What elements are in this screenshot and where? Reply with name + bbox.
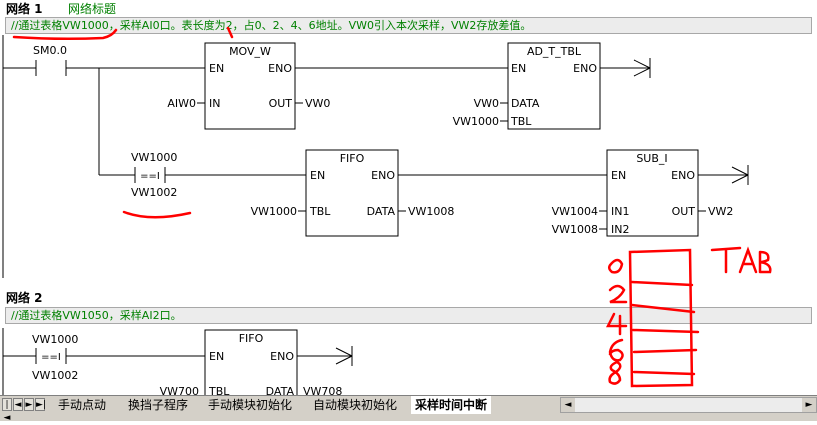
tab-bar: |◄ ◄ ► ►| 手动点动 换挡子程序 手动模块初始化 自动模块初始化 采样时… (0, 395, 817, 423)
fifo-2-en: EN (209, 350, 224, 363)
network-2-title: 网络 2 (6, 291, 43, 305)
tab-manual-module-init[interactable]: 手动模块初始化 (208, 398, 293, 412)
sub-i-in1-value[interactable]: VW1004 (552, 205, 598, 218)
fifo-2-eno: ENO (270, 350, 294, 363)
sub-i-in2-value[interactable]: VW1008 (552, 223, 598, 236)
compare-2-bottom[interactable]: VW1002 (32, 369, 78, 382)
mov-w-name: MOV_W (229, 45, 271, 58)
tab-gear-subroutine[interactable]: 换挡子程序 (128, 398, 189, 412)
nav-next-icon[interactable]: ► (24, 398, 34, 411)
fifo-1-tbl-label: TBL (309, 205, 331, 218)
letter-t (710, 246, 742, 274)
compare-2-top[interactable]: VW1000 (32, 333, 78, 346)
compare-1-bottom[interactable]: VW1002 (131, 186, 177, 199)
contact-sm0-0-label: SM0.0 (33, 44, 67, 57)
ad-t-tbl-en: EN (511, 62, 526, 75)
mov-w-in-label: IN (209, 97, 220, 110)
num-0 (608, 258, 624, 274)
ad-t-tbl-eno: ENO (573, 62, 597, 75)
ad-t-tbl-data-label: DATA (511, 97, 540, 110)
fifo-block-1[interactable] (305, 149, 399, 237)
ad-t-tbl-data-value[interactable]: VW0 (474, 97, 499, 110)
sub-i-en: EN (611, 169, 626, 182)
compare-1-op: ==I (140, 171, 160, 182)
tab-manual-jog[interactable]: 手动点动 (58, 398, 107, 412)
mov-w-en: EN (209, 62, 224, 75)
underline-vw1000 (12, 28, 118, 41)
fifo-2-data-label: DATA (266, 385, 295, 395)
ad-t-tbl-block[interactable] (507, 42, 601, 130)
sub-i-name: SUB_I (636, 152, 667, 165)
letter-b (758, 250, 772, 274)
mov-w-block[interactable] (204, 42, 296, 130)
network-1-title: 网络 1 (6, 2, 43, 16)
sub-i-out-label: OUT (672, 205, 696, 218)
mov-w-eno: ENO (268, 62, 292, 75)
fifo-1-eno: ENO (371, 169, 395, 182)
hand-annotation (12, 26, 772, 388)
ladder-diagram: SM0.0 MOV_W EN ENO IN OUT AIW0 VW0 AD_T_… (2, 26, 772, 395)
sub-i-block[interactable] (606, 149, 699, 237)
fifo-2-tbl-label: TBL (208, 385, 230, 395)
nav-prev-icon[interactable]: ◄ (13, 398, 23, 411)
num-4 (605, 312, 628, 336)
fifo-block-2[interactable] (204, 329, 298, 395)
num-2 (608, 284, 628, 304)
sub-i-out-value[interactable]: VW2 (708, 205, 733, 218)
fifo-1-en: EN (310, 169, 325, 182)
ad-t-tbl-tbl-value[interactable]: VW1000 (453, 115, 499, 128)
mov-w-out-value[interactable]: VW0 (305, 97, 330, 110)
tab-auto-module-init[interactable]: 自动模块初始化 (313, 398, 398, 412)
num-6 (608, 338, 624, 362)
network-1-comment[interactable]: //通过表格VW1000，采样AI0口。表长度为2，占0、2、4、6地址。VW0… (5, 17, 812, 34)
nav-first-icon[interactable]: |◄ (2, 398, 12, 423)
mov-w-out-label: OUT (269, 97, 293, 110)
compare-2-op: ==I (41, 352, 61, 363)
tab-table-outline (628, 248, 694, 388)
fifo-2-name: FIFO (239, 332, 264, 345)
sub-i-in2-label: IN2 (611, 223, 629, 236)
sub-i-in1-label: IN1 (611, 205, 629, 218)
fifo-1-name: FIFO (340, 152, 365, 165)
fifo-1-data-label: DATA (367, 205, 396, 218)
compare-1-top[interactable]: VW1000 (131, 151, 177, 164)
tab-sampling-interrupt[interactable]: 采样时间中断 (411, 396, 492, 414)
scroll-right-icon[interactable]: ► (802, 398, 816, 412)
fifo-2-data-value[interactable]: VW708 (303, 385, 342, 395)
num-8 (608, 360, 622, 385)
mov-w-in-value[interactable]: AIW0 (167, 97, 196, 110)
sub-i-eno: ENO (671, 169, 695, 182)
fifo-2-tbl-value[interactable]: VW700 (160, 385, 199, 395)
letter-a (738, 246, 758, 274)
scroll-left-icon[interactable]: ◄ (561, 398, 575, 412)
tick-mark (226, 26, 234, 39)
fifo-1-tbl-value[interactable]: VW1000 (251, 205, 297, 218)
horizontal-scrollbar[interactable]: ◄ ► (560, 397, 817, 413)
underline-vw1002 (122, 210, 192, 219)
ad-t-tbl-name: AD_T_TBL (527, 45, 582, 58)
ad-t-tbl-tbl-label: TBL (510, 115, 532, 128)
network-1-subtitle[interactable]: 网络标题 (68, 2, 117, 16)
nav-last-icon[interactable]: ►| (35, 398, 46, 411)
fifo-1-data-value[interactable]: VW1008 (408, 205, 454, 218)
